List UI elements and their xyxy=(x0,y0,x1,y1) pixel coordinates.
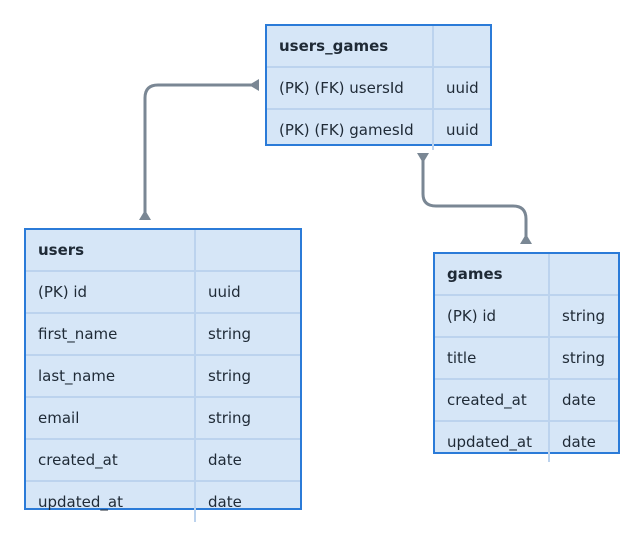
table-header: users xyxy=(26,230,300,270)
field-type: date xyxy=(194,482,300,522)
field-type: string xyxy=(194,314,300,354)
field-name: first_name xyxy=(38,325,118,343)
field-row[interactable]: (PK) id uuid xyxy=(26,270,300,312)
arrow-users-games-end xyxy=(249,79,259,91)
field-name: updated_at xyxy=(38,493,123,511)
field-name: created_at xyxy=(38,451,118,469)
field-row[interactable]: email string xyxy=(26,396,300,438)
field-row[interactable]: title string xyxy=(435,336,618,378)
field-row[interactable]: first_name string xyxy=(26,312,300,354)
arrow-games-end xyxy=(520,234,532,244)
field-row[interactable]: updated_at date xyxy=(26,480,300,522)
type-header xyxy=(432,26,490,66)
field-name: title xyxy=(447,349,477,367)
field-type: string xyxy=(194,356,300,396)
field-row[interactable]: updated_at date xyxy=(435,420,618,462)
field-name: (PK) (FK) gamesId xyxy=(279,121,414,139)
relation-games-to-users-games[interactable] xyxy=(417,153,532,244)
table-header: users_games xyxy=(267,26,490,66)
type-header xyxy=(548,254,618,294)
connector-line-games-users-games xyxy=(421,158,528,240)
field-name: (PK) id xyxy=(38,283,88,301)
field-name: email xyxy=(38,409,80,427)
table-name: games xyxy=(447,265,503,283)
field-name: created_at xyxy=(447,391,527,409)
type-header xyxy=(194,230,300,270)
table-name: users xyxy=(38,241,85,259)
field-type: date xyxy=(194,440,300,480)
field-row[interactable]: last_name string xyxy=(26,354,300,396)
field-name: updated_at xyxy=(447,433,532,451)
field-type: string xyxy=(548,338,618,378)
field-type: date xyxy=(548,380,618,420)
field-name: (PK) (FK) usersId xyxy=(279,79,404,97)
table-header: games xyxy=(435,254,618,294)
relation-users-to-users-games[interactable] xyxy=(139,79,259,220)
table-games[interactable]: games (PK) id string title string create… xyxy=(433,252,620,462)
field-type: uuid xyxy=(194,272,300,312)
field-row[interactable]: (PK) (FK) gamesId uuid xyxy=(267,108,490,150)
field-type: string xyxy=(548,296,618,336)
table-name: users_games xyxy=(279,37,389,55)
field-type: uuid xyxy=(432,68,490,108)
field-name: (PK) id xyxy=(447,307,497,325)
field-row[interactable]: (PK) (FK) usersId uuid xyxy=(267,66,490,108)
table-users-games[interactable]: users_games (PK) (FK) usersId uuid (PK) … xyxy=(265,24,492,150)
table-users[interactable]: users (PK) id uuid first_name string las… xyxy=(24,228,302,522)
field-type: uuid xyxy=(432,110,490,150)
field-type: date xyxy=(548,422,618,462)
connector-line-users-users-games xyxy=(143,83,253,216)
arrow-users-end xyxy=(139,210,151,220)
field-type: string xyxy=(194,398,300,438)
field-row[interactable]: created_at date xyxy=(26,438,300,480)
field-row[interactable]: (PK) id string xyxy=(435,294,618,336)
field-name: last_name xyxy=(38,367,116,385)
field-row[interactable]: created_at date xyxy=(435,378,618,420)
arrow-users-games-bottom xyxy=(417,153,429,163)
